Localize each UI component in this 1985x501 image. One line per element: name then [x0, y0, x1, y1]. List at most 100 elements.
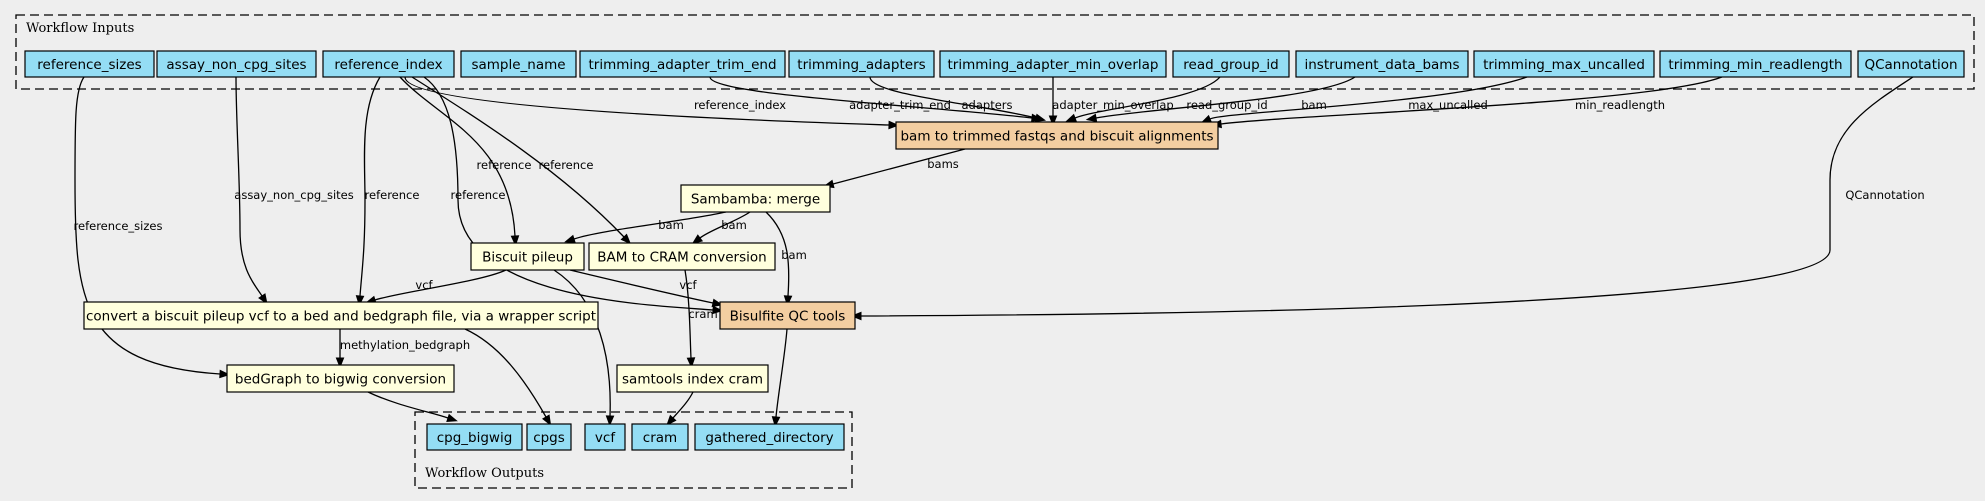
- arrowhead: [219, 369, 231, 379]
- node-box: [1857, 50, 1965, 78]
- node-trimming-adapters[interactable]: trimming_adapters: [788, 50, 935, 78]
- node-trimming-adapter-min-overlap[interactable]: trimming_adapter_min_overlap: [939, 50, 1167, 78]
- edge-label: QCannotation: [1845, 188, 1924, 202]
- node-trimming-min-readlength[interactable]: trimming_min_readlength: [1659, 50, 1852, 78]
- node-reference-index[interactable]: reference_index: [322, 50, 455, 78]
- arrowhead: [258, 293, 268, 305]
- node-box: [584, 423, 626, 451]
- node-box: [631, 423, 689, 451]
- node-label: trimming_adapter_trim_end: [588, 57, 776, 73]
- node-instrument-data-bams[interactable]: instrument_data_bams: [1295, 50, 1469, 78]
- edge-label: adapter_min_overlap: [1052, 98, 1173, 112]
- edge-label: reference_sizes: [74, 219, 163, 233]
- edge-sambamba-merge-to-biscuit-pileup: bam: [564, 211, 727, 243]
- node-bam-to-trimmed[interactable]: bam to trimmed fastqs and biscuit alignm…: [895, 121, 1219, 150]
- edge-label: vcf: [415, 278, 433, 292]
- node-box: [226, 364, 455, 393]
- edge-samtools-index-to-cram: [666, 391, 694, 426]
- node-vcf[interactable]: vcf: [584, 423, 626, 451]
- edge-label: methylation_bedgraph: [340, 338, 470, 352]
- edge-line: [860, 76, 1914, 317]
- arrowhead: [510, 235, 520, 247]
- arrowhead: [783, 295, 793, 307]
- edge-line: [832, 148, 966, 185]
- node-bedgraph-to-bigwig[interactable]: bedGraph to bigwig conversion: [226, 364, 455, 393]
- edge-vcf2bed-to-cpgs: [464, 328, 552, 426]
- edge-biscuit-pileup-to-vcf: [553, 269, 615, 427]
- node-box: [616, 364, 769, 393]
- node-reference-sizes[interactable]: reference_sizes: [24, 50, 155, 78]
- node-biscuit-pileup[interactable]: Biscuit pileup: [470, 242, 585, 271]
- arrowhead: [666, 414, 677, 426]
- edge-line: [374, 269, 507, 301]
- edge-line: [869, 76, 1037, 119]
- node-label: QCannotation: [1864, 57, 1957, 73]
- edge-sambamba-merge-to-bam-to-cram: bam: [691, 211, 751, 245]
- edge-label: reference: [365, 188, 420, 202]
- node-vcf2bed[interactable]: convert a biscuit pileup vcf to a bed an…: [83, 301, 599, 330]
- node-bisulfite-qc[interactable]: Bisulfite QC tools: [719, 301, 856, 330]
- arrowhead: [605, 415, 615, 427]
- edge-line: [1074, 76, 1221, 119]
- edge-label: max_uncalled: [1408, 98, 1488, 112]
- node-gathered-directory[interactable]: gathered_directory: [694, 423, 845, 451]
- node-sambamba-merge[interactable]: Sambamba: merge: [680, 184, 831, 213]
- node-label: samtools index cram: [622, 372, 763, 388]
- edge-reference-sizes-to-bedgraph-to-bigwig: reference_sizes: [74, 76, 231, 379]
- node-samtools-index[interactable]: samtools index cram: [616, 364, 769, 393]
- node-label: bam to trimmed fastqs and biscuit alignm…: [900, 129, 1213, 145]
- node-box: [1172, 50, 1290, 78]
- edge-line: [672, 391, 694, 419]
- node-trimming-max-uncalled[interactable]: trimming_max_uncalled: [1473, 50, 1655, 78]
- node-cpg-bigwig[interactable]: cpg_bigwig: [426, 423, 523, 451]
- node-label: BAM to CRAM conversion: [597, 250, 766, 266]
- node-label: cram: [643, 430, 677, 446]
- node-box: [694, 423, 845, 451]
- node-label: cpg_bigwig: [437, 430, 513, 446]
- node-read-group-id[interactable]: read_group_id: [1172, 50, 1290, 78]
- node-box: [322, 50, 455, 78]
- node-label: read_group_id: [1183, 57, 1278, 73]
- workflow-outputs-label: Workflow Outputs: [425, 466, 544, 481]
- node-assay-non-cpg-sites[interactable]: assay_non_cpg_sites: [156, 50, 317, 78]
- node-box: [460, 50, 577, 78]
- edge-line: [464, 328, 547, 418]
- edge-read-group-id-to-bam-to-trimmed: read_group_id: [1065, 76, 1268, 122]
- node-bam-to-cram[interactable]: BAM to CRAM conversion: [588, 242, 776, 271]
- edge-line: [553, 269, 611, 417]
- edge-trimming-adapter-trim-end-to-bam-to-trimmed: adapter_trim_end: [709, 76, 1043, 123]
- arrowhead: [355, 295, 365, 307]
- edge-line: [404, 76, 890, 126]
- node-label: sample_name: [471, 57, 565, 73]
- node-label: reference_index: [334, 57, 442, 73]
- edge-bam-to-trimmed-to-sambamba-merge: bams: [823, 148, 966, 189]
- node-box: [526, 423, 572, 451]
- node-label: trimming_adapters: [797, 57, 925, 73]
- node-box: [426, 423, 523, 451]
- edge-line: [775, 328, 788, 418]
- node-cram[interactable]: cram: [631, 423, 689, 451]
- node-label: trimming_max_uncalled: [1483, 57, 1645, 73]
- node-cpgs[interactable]: cpgs: [526, 423, 572, 451]
- edge-reference-index-to-bam-to-trimmed: reference_index: [404, 76, 900, 130]
- arrowhead: [686, 357, 696, 369]
- edge-line: [684, 269, 692, 359]
- edge-line: [423, 76, 714, 311]
- edge-label: min_readlength: [1575, 98, 1665, 112]
- edge-reference-index-to-bam-to-cram: reference: [411, 76, 632, 245]
- node-box: [895, 121, 1219, 150]
- node-qcannotation[interactable]: QCannotation: [1857, 50, 1965, 78]
- arrowhead: [1034, 113, 1046, 123]
- node-trimming-adapter-trim-end[interactable]: trimming_adapter_trim_end: [579, 50, 786, 78]
- node-sample-name[interactable]: sample_name: [460, 50, 577, 78]
- edge-biscuit-pileup-to-vcf2bed: vcf: [365, 269, 507, 304]
- edge-qcannotation-to-bisulfite-qc: QCannotation: [850, 76, 1925, 321]
- node-box: [1295, 50, 1469, 78]
- edge-label: assay_non_cpg_sites: [234, 188, 353, 202]
- edge-line: [709, 76, 1033, 119]
- node-box: [1473, 50, 1655, 78]
- edge-label: bam: [781, 248, 807, 262]
- edge-label: reference_index: [694, 98, 786, 112]
